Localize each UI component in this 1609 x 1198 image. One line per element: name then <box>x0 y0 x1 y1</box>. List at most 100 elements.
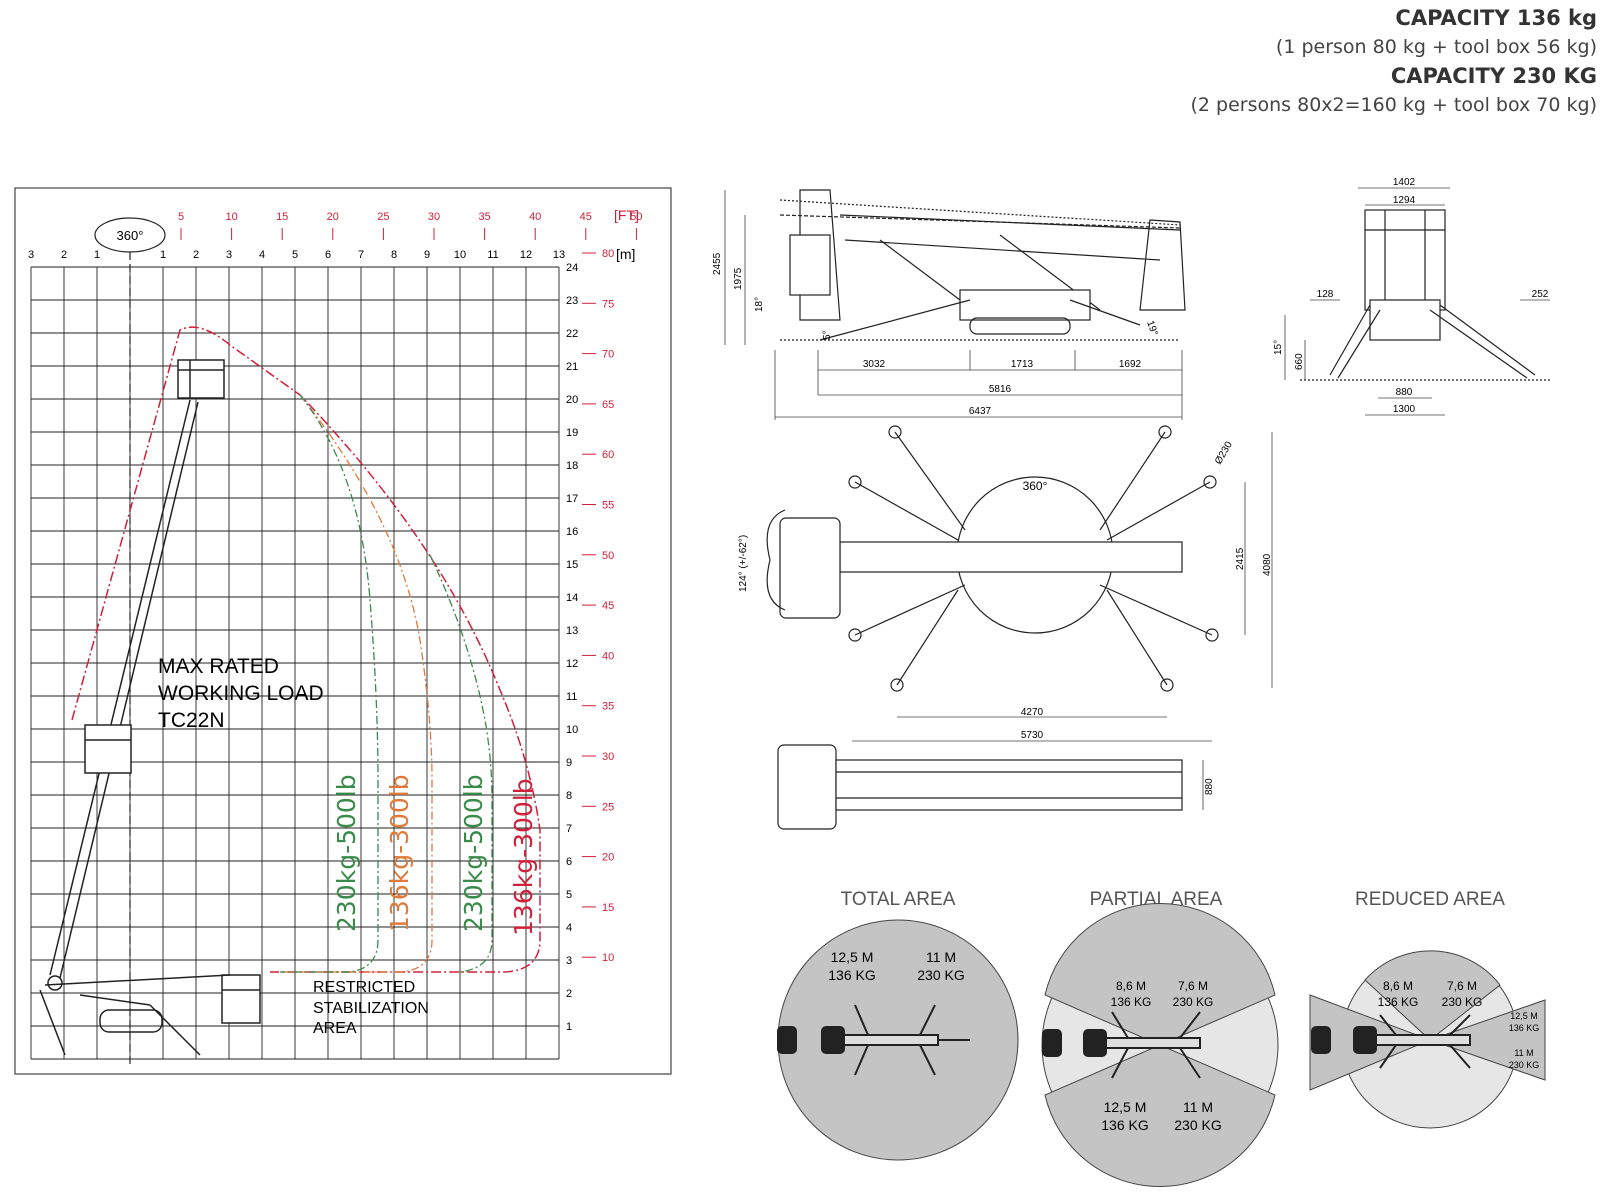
dim-3032: 3032 <box>863 359 886 370</box>
right-m-tick: 21 <box>566 361 578 373</box>
reduced-c2: 136 KG <box>1509 1023 1540 1033</box>
dim-6437: 6437 <box>969 406 992 417</box>
right-m-tick: 23 <box>566 295 578 307</box>
chart-title-line3: TC22N <box>158 709 225 732</box>
curve-230kg-outer <box>429 554 493 973</box>
dim-5816: 5816 <box>989 384 1012 395</box>
right-ft-tick: 80 <box>602 248 614 260</box>
reduced-d1: 11 M <box>1514 1048 1533 1058</box>
capacity-136-detail: (1 person 80 kg + tool box 56 kg) <box>1275 36 1597 58</box>
partial-c2: 136 KG <box>1101 1117 1148 1133</box>
dim-1692: 1692 <box>1119 359 1142 370</box>
restricted-line2: STABILIZATION <box>313 1000 429 1017</box>
top-rotation-label: 360° <box>1023 479 1048 493</box>
top-ft-tick: 35 <box>478 211 490 223</box>
top-ft-tick: 15 <box>276 211 288 223</box>
dim-5730: 5730 <box>1021 730 1044 741</box>
top-ft-tick: 40 <box>529 211 541 223</box>
partial-d2: 230 KG <box>1174 1117 1221 1133</box>
top-view-dimensions <box>852 432 1273 742</box>
dia-230: Ø230 <box>1213 439 1235 466</box>
top-m-tick: 11 <box>487 249 498 261</box>
right-ft-tick: 40 <box>602 650 614 662</box>
total-b1: 11 M <box>926 949 956 965</box>
rotation-label: 360° <box>117 228 144 243</box>
top-m-tick: 1 <box>160 249 166 261</box>
right-m-tick: 8 <box>566 790 572 802</box>
top-m-tick: 10 <box>454 249 466 261</box>
right-ft-tick: 45 <box>602 600 614 612</box>
transport-view-drawing <box>777 744 1183 830</box>
right-m-tick: 22 <box>566 328 578 340</box>
chart-grid <box>30 266 560 1060</box>
reduced-c1: 12,5 M <box>1510 1011 1538 1021</box>
total-a1: 12,5 M <box>831 949 874 965</box>
partial-c1: 12,5 M <box>1104 1099 1147 1115</box>
angle-19: 19° <box>1144 319 1160 337</box>
dim-1713: 1713 <box>1011 359 1034 370</box>
reduced-area-title: REDUCED AREA <box>1355 889 1505 910</box>
top-ft-tick: 10 <box>225 211 237 223</box>
right-m-tick: 6 <box>566 856 572 868</box>
right-m-tick: 4 <box>566 922 572 934</box>
top-m-tick: 13 <box>553 249 565 261</box>
front-view-drawing <box>1300 209 1550 381</box>
partial-a1: 8,6 M <box>1116 979 1146 993</box>
envelope-outer-red <box>71 326 541 973</box>
chart-title-line1: MAX RATED <box>158 655 279 678</box>
ft-unit: [FT] <box>614 207 639 223</box>
dim-1975: 1975 <box>733 267 744 290</box>
curve-label-136kg-inner: 136kg-300lb <box>385 774 414 932</box>
right-m-tick: 3 <box>566 955 572 967</box>
chart-frame <box>14 187 672 1075</box>
right-ft-tick: 50 <box>602 550 614 562</box>
partial-a2: 136 KG <box>1111 995 1152 1009</box>
reduced-a1: 8,6 M <box>1383 979 1413 993</box>
right-m-tick: 19 <box>566 427 578 439</box>
swing-angle: 124° (+/-62°) <box>738 535 749 592</box>
m-unit: [m] <box>616 246 635 262</box>
side-view-dimensions <box>724 190 1183 420</box>
capacity-230-detail: (2 persons 80x2=160 kg + tool box 70 kg) <box>1190 94 1598 116</box>
partial-b1: 7,6 M <box>1178 979 1208 993</box>
curve-label-136kg-outer: 136kg-300lb <box>509 778 538 936</box>
dim-880-front: 880 <box>1396 387 1413 398</box>
top-m-tick: 3 <box>28 249 34 261</box>
top-ft-tick: 45 <box>580 211 592 223</box>
dim-1294: 1294 <box>1393 195 1416 206</box>
right-ft-tick: 30 <box>602 751 614 763</box>
curve-136kg-inner <box>280 394 433 973</box>
top-m-tick: 9 <box>424 249 430 261</box>
partial-area-sector <box>1044 902 1276 1046</box>
right-m-tick: 2 <box>566 988 572 1000</box>
restricted-line3: AREA <box>313 1020 357 1037</box>
top-m-tick: 1 <box>94 249 100 261</box>
right-ft-tick: 25 <box>602 801 614 813</box>
top-m-tick: 12 <box>520 249 532 261</box>
total-area-machine <box>777 1004 970 1076</box>
top-m-tick: 7 <box>358 249 364 261</box>
top-m-tick: 2 <box>193 249 199 261</box>
right-ft-tick: 65 <box>602 399 614 411</box>
dim-660: 660 <box>1294 353 1305 370</box>
dim-4270: 4270 <box>1021 707 1044 718</box>
right-m-tick: 20 <box>566 394 578 406</box>
top-m-tick: 8 <box>391 249 397 261</box>
angle-18: 18° <box>754 297 765 312</box>
dim-2415: 2415 <box>1235 547 1246 570</box>
total-b2: 230 KG <box>917 967 964 983</box>
chart-title-line2: WORKING LOAD <box>158 682 324 705</box>
right-ft-tick: 10 <box>602 952 614 964</box>
dim-128: 128 <box>1317 289 1334 300</box>
dim-252: 252 <box>1532 289 1549 300</box>
right-ft-tick: 70 <box>602 349 614 361</box>
right-ft-tick: 35 <box>602 701 614 713</box>
angle-5: 5° <box>822 330 833 340</box>
right-m-tick: 1 <box>566 1021 572 1033</box>
right-m-tick: 7 <box>566 823 572 835</box>
reduced-area-machine <box>1311 1014 1471 1069</box>
total-area-title: TOTAL AREA <box>841 889 956 910</box>
partial-area-sector-bottom <box>1044 1044 1276 1188</box>
